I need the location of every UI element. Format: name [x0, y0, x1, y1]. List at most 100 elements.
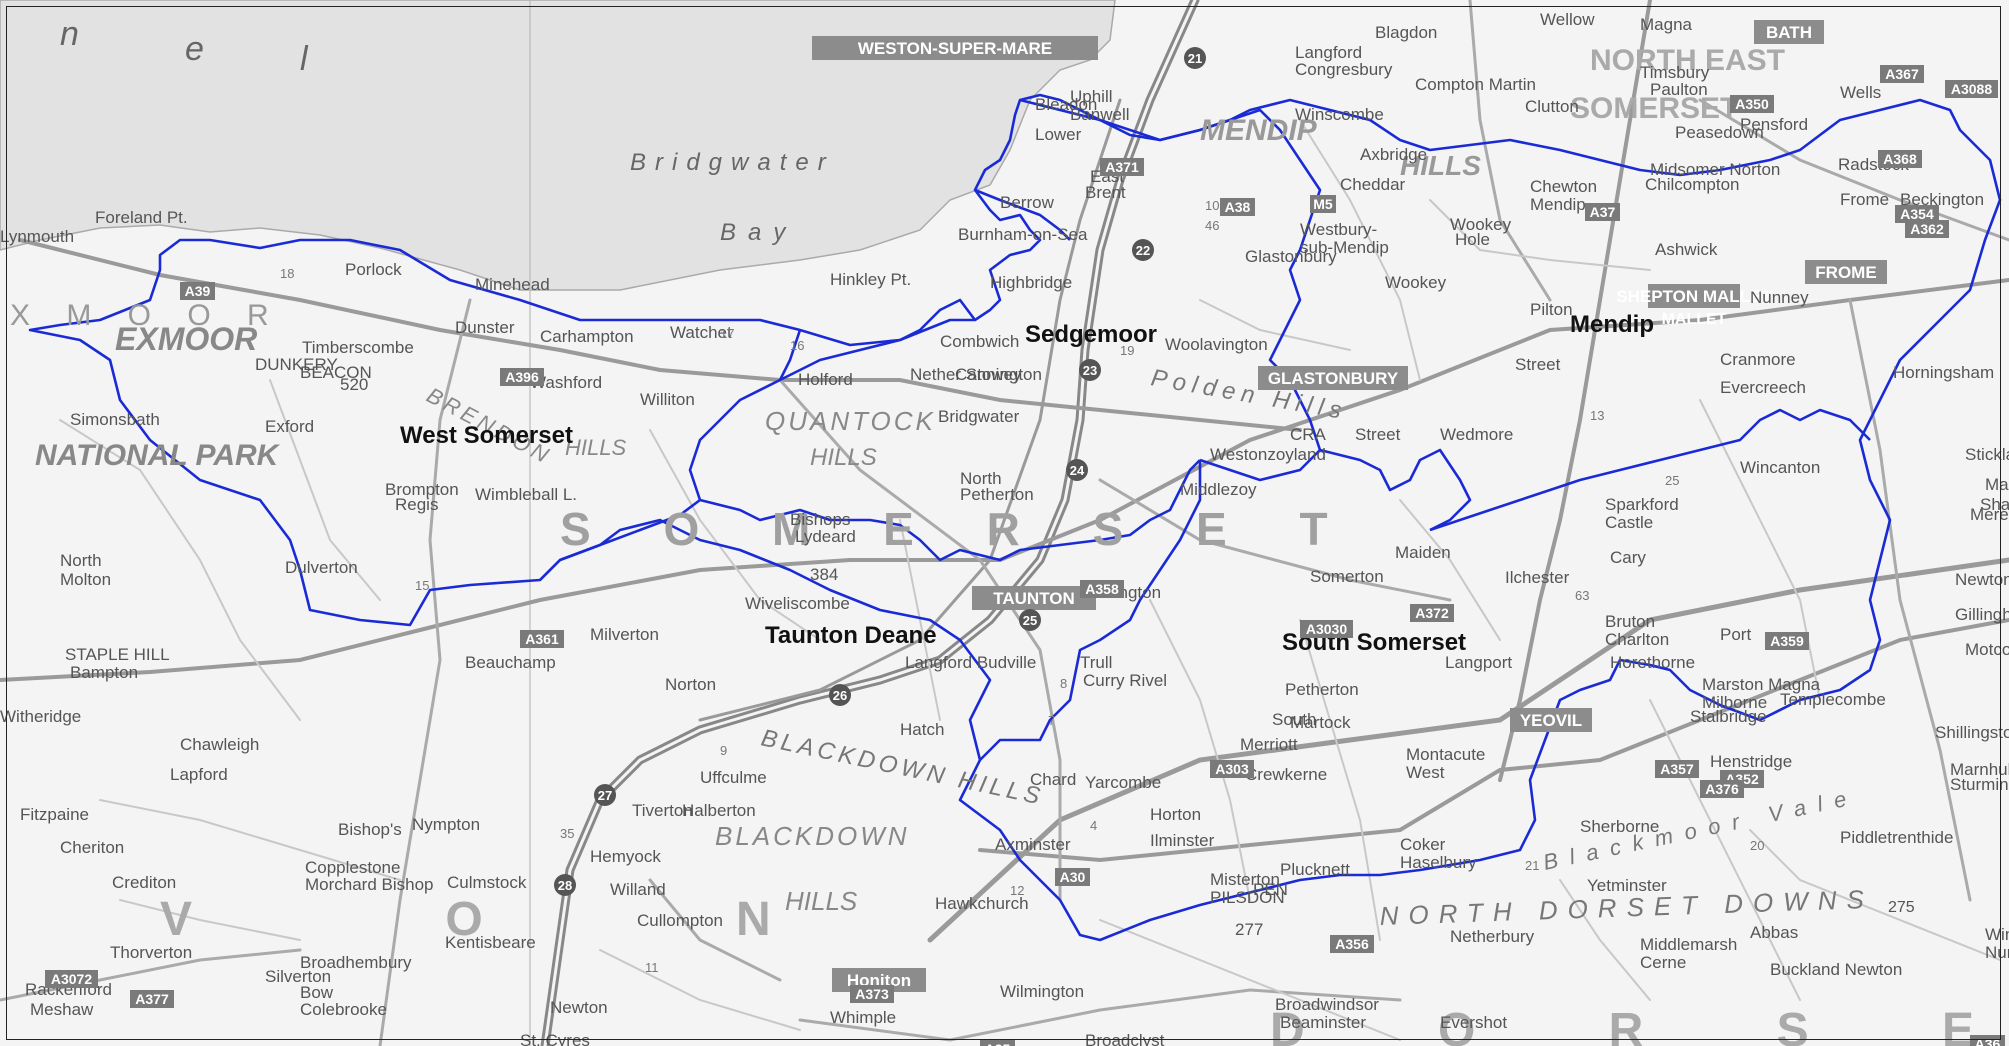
town-label: Carhampton: [540, 327, 634, 346]
road-shield: [980, 1040, 1015, 1046]
road-shield-label: A37: [1590, 204, 1616, 220]
town-label: Porlock: [345, 260, 402, 279]
minor-roads: [59, 119, 2001, 1041]
town-label: Compton Martin: [1415, 75, 1536, 94]
road-shield-label: A303: [1215, 761, 1249, 777]
town-glastonbury-box: [1258, 366, 1408, 390]
road-distance-number: 16: [790, 338, 804, 353]
region-national-park: NATIONAL PARK: [35, 439, 281, 472]
boundary-taunton-deane-south-somerset: [979, 460, 1202, 761]
road-distance-number: 7: [1048, 713, 1055, 728]
district-mendip: Mendip: [1570, 311, 1654, 338]
town-label: Piddletrenthide: [1840, 828, 1953, 847]
town-label: Horethorne: [1610, 653, 1695, 672]
road-shield: [180, 282, 215, 300]
town-label: Lower: [1035, 125, 1082, 144]
town-label: Stalbridge: [1690, 707, 1767, 726]
road-shield-label: A3088: [1951, 81, 1992, 97]
town-shepton-mallet-box: [1648, 284, 1740, 308]
town-label: Street: [1515, 355, 1561, 374]
water-label-bridgwater: Bridgwater: [630, 149, 835, 176]
town-label: Misterton: [1210, 870, 1280, 889]
road-shield: [1905, 220, 1949, 238]
road-distance-number: 8: [1060, 676, 1067, 691]
town-label: PILSDON: [1210, 888, 1285, 907]
town-label: Middlezoy: [1180, 480, 1257, 499]
town-weston-super-mare: WESTON-SUPER-MARE: [858, 39, 1052, 58]
town-label: Westonzoyland: [1210, 445, 1326, 464]
district-west-somerset: West Somerset: [400, 422, 573, 449]
road-distance-number: 11: [645, 960, 659, 975]
road-distance-number: 20: [1750, 838, 1764, 853]
town-label: Haselbury: [1400, 853, 1477, 872]
motorway-junction-label: 23: [1083, 363, 1097, 378]
town-label: Hole: [1455, 230, 1490, 249]
road-shield-label: A368: [1883, 151, 1917, 167]
town-label: Holford: [798, 370, 853, 389]
town-label: Wells: [1840, 83, 1881, 102]
road-a396: [378, 298, 472, 1046]
region-north-east: NORTH EAST: [1590, 44, 1785, 77]
road-shield: [45, 970, 98, 988]
town-label: Bampton: [70, 663, 138, 682]
town-label: Frome: [1840, 190, 1889, 209]
town-label: Sherborne: [1580, 817, 1659, 836]
road-shield-label: A3072: [51, 971, 92, 987]
region-exmoor: EXMOOR: [115, 321, 257, 357]
road-shield: [1080, 580, 1124, 598]
town-label: Magna: [1640, 15, 1693, 34]
town-yeovil: YEOVIL: [1520, 711, 1582, 730]
road-shield-label: A35: [985, 1041, 1011, 1046]
town-label: Broadclyst: [1085, 1031, 1165, 1046]
road-shield: [1220, 198, 1255, 216]
road-shield-label: A361: [525, 631, 559, 647]
town-label: Nunney: [1750, 288, 1809, 307]
town-label: Washford: [530, 373, 602, 392]
road-shield: [1585, 203, 1620, 221]
water-label: e: [185, 30, 204, 68]
town-label: Templecombe: [1780, 690, 1886, 709]
town-frome: FROME: [1815, 263, 1876, 282]
town-label: Kentisbeare: [445, 933, 536, 952]
town-label: Middlemarsh: [1640, 935, 1737, 954]
road-shield-label: A357: [1660, 761, 1694, 777]
road-a373: [648, 878, 782, 982]
town-label: Wellow: [1540, 10, 1595, 29]
town-label: Plucknett: [1280, 860, 1350, 879]
boundary-west-somerset-sedgemoor: [779, 298, 977, 382]
motorway-junction: [1079, 359, 1101, 381]
road-shield-label: A367: [1885, 66, 1919, 82]
town-label: DUNKERY: [255, 355, 338, 374]
road-shield: [1655, 760, 1699, 778]
road-a37-north: [1468, 0, 1552, 302]
town-label: Hinkley Pt.: [830, 270, 911, 289]
road-a377: [0, 948, 302, 1002]
town-label: Langport: [1445, 653, 1512, 672]
town-label: Lydeard: [795, 527, 856, 546]
region-blackdown-hills-2: HILLS: [785, 886, 858, 916]
town-label: Culmstock: [447, 873, 527, 892]
town-frome-box: [1805, 260, 1887, 284]
town-label: Bruton: [1605, 612, 1655, 631]
town-label: Simonsbath: [70, 410, 160, 429]
road-shield: [1055, 868, 1090, 886]
road-shield-label: A371: [1105, 159, 1139, 175]
town-label: Regis: [395, 495, 438, 514]
town-label: Nether Stowey: [910, 365, 1022, 384]
region-brendon-hills: HILLS: [565, 435, 626, 460]
road-distance-number: 63: [1575, 588, 1589, 603]
town-label: Gillingham: [1955, 605, 2009, 624]
town-shepton-mallet: SHEPTON MALLET: [1616, 287, 1772, 306]
road-a35: [798, 988, 1402, 1042]
road-distance-number: 15: [415, 578, 429, 593]
boundary-sedgemoor-taunton-deane: [699, 459, 1201, 562]
town-label: Ashwick: [1655, 240, 1718, 259]
road-shield: [130, 990, 174, 1008]
town-label: Chawleigh: [180, 735, 259, 754]
town-label: Berrow: [1000, 193, 1055, 212]
town-label: Stickland: [1965, 445, 2009, 464]
town-label: Blagdon: [1375, 23, 1437, 42]
town-label: Watchet: [670, 323, 732, 342]
road-shield-label: A396: [505, 369, 539, 385]
